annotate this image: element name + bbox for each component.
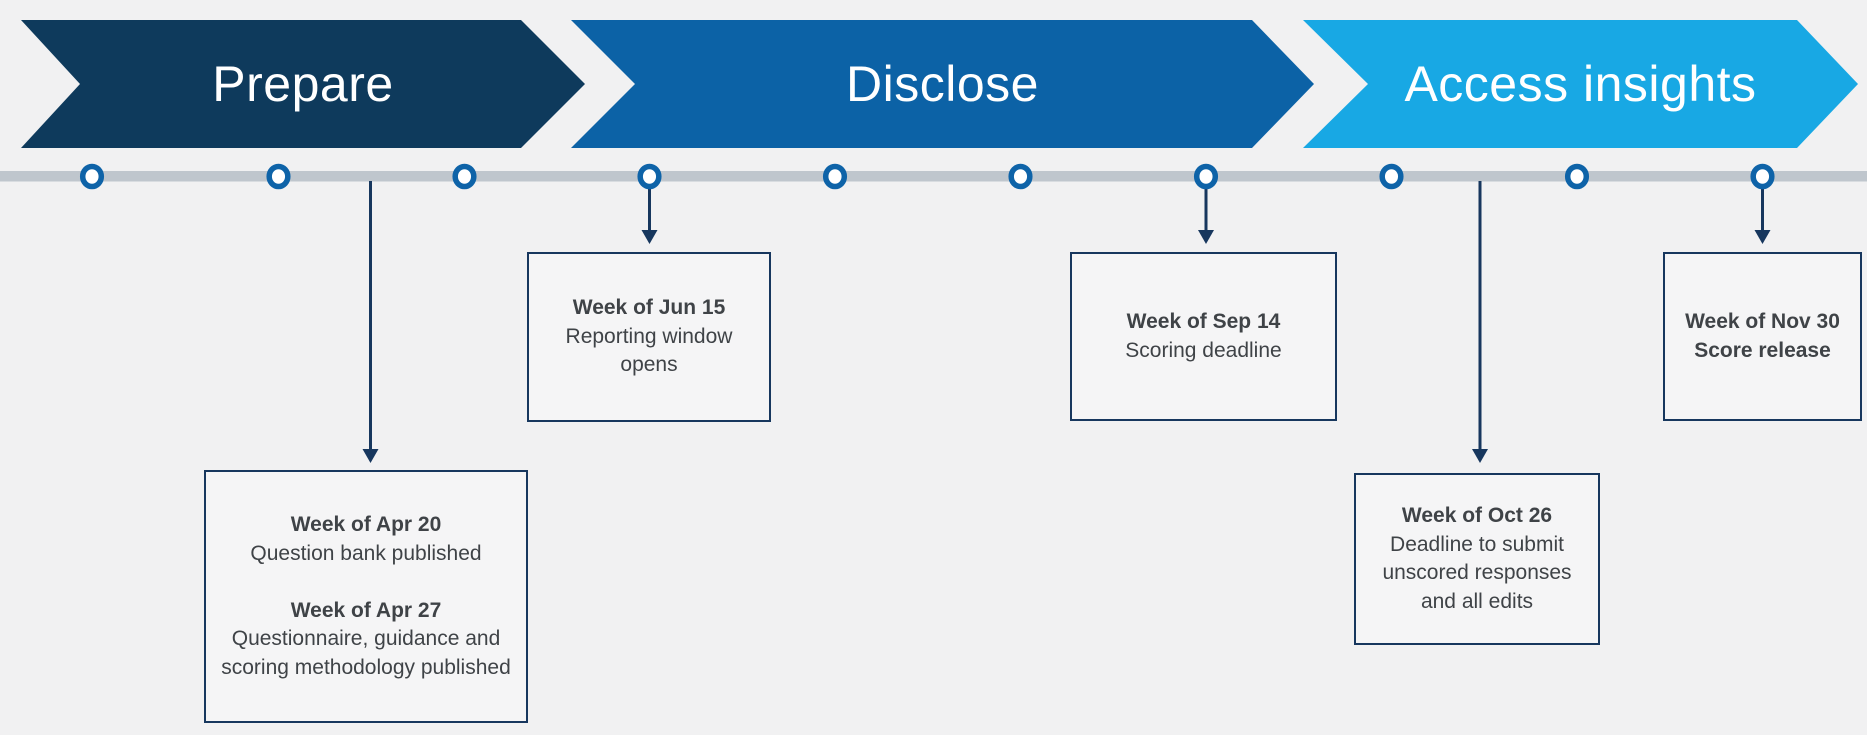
milestone-date: Week of Sep 14 <box>1126 310 1281 333</box>
milestone-date: Week of Nov 30 <box>1685 310 1840 333</box>
milestone-date: Week of Jun 15 <box>572 296 726 320</box>
arrowhead-down-icon <box>1472 449 1488 463</box>
timeline-marker-icon <box>452 163 477 190</box>
timeline-markers <box>79 163 1775 190</box>
milestone-date: Week of Apr 27 <box>290 598 442 622</box>
milestone-description: Deadline to submit unscored responses an… <box>1382 532 1572 613</box>
timeline-marker-icon <box>1008 163 1033 190</box>
milestone-description: Scoring deadline <box>1125 338 1282 362</box>
timeline-marker-icon <box>1379 163 1404 190</box>
milestone-description: Questionnaire, guidance and scoring meth… <box>221 627 511 679</box>
arrowhead-down-icon <box>362 449 379 463</box>
phase-chevron-access-insights <box>1303 20 1858 148</box>
milestone-description: Reporting window opens <box>565 324 733 377</box>
timeline-marker-icon <box>1564 163 1590 190</box>
timeline-line <box>0 171 1867 182</box>
milestone-spacer <box>216 568 516 597</box>
timeline-marker-icon <box>79 163 105 190</box>
milestone-box-oct: Week of Oct 26 Deadline to submit unscor… <box>1354 473 1600 645</box>
timeline-marker-icon <box>1750 163 1775 190</box>
milestone-date: Week of Apr 20 <box>290 513 442 536</box>
milestone-box-sep: Week of Sep 14 Scoring deadline <box>1070 252 1337 421</box>
arrowhead-down-icon <box>641 230 658 244</box>
milestone-box-jun: Week of Jun 15 Reporting window opens <box>527 252 771 422</box>
milestone-box-nov: Week of Nov 30 Score release <box>1663 252 1862 421</box>
phase-chevron-disclose <box>571 20 1314 148</box>
timeline-marker-icon <box>266 163 291 190</box>
arrowhead-down-icon <box>1754 230 1771 244</box>
phase-chevron-prepare <box>21 20 585 148</box>
arrowhead-down-icon <box>1198 230 1214 244</box>
milestone-description: Score release <box>1694 338 1831 362</box>
timeline-marker-icon <box>822 163 848 190</box>
timeline-marker-icon <box>637 163 662 190</box>
milestone-date: Week of Oct 26 <box>1401 504 1553 527</box>
milestone-box-apr: Week of Apr 20 Question bank published W… <box>204 470 528 723</box>
milestone-description: Question bank published <box>250 541 482 565</box>
timeline-marker-icon <box>1193 163 1219 190</box>
